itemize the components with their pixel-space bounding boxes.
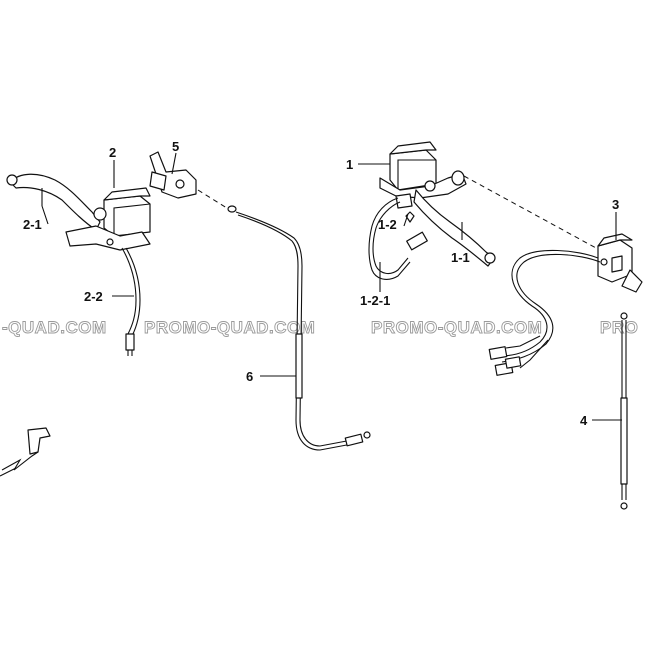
lever-tip [6,174,18,186]
left-lever-assembly [6,173,151,356]
harness-connector-c [504,356,522,369]
cable-4 [620,312,628,510]
switch-3-harness-b [499,249,599,357]
leader-1-2 [403,213,409,227]
watermark-text-4: PRO [600,318,638,337]
watermark-text-3: PROMO-QUAD.COM [371,318,542,337]
watermark: -QUAD.COM PROMO-QUAD.COM PROMO-QUAD.COM … [2,318,639,338]
switch-3-housing [621,269,643,293]
cable-6-end [344,433,364,447]
cable-6-end-nut [363,431,371,439]
parking-lever-pivot [175,179,185,189]
clamp-bolt-1 [451,170,465,186]
pivot-bolt-1 [424,180,436,192]
callout-3: 3 [612,197,619,212]
lever-2-1 [9,173,101,231]
leader-lines [41,152,622,421]
callout-1: 1 [346,157,353,172]
direction-block [27,427,51,455]
cable-6-line-b [237,214,353,451]
callout-1-2-1: 1-2-1 [360,293,390,308]
pivot-bolt [93,207,107,221]
reservoir-cap-2 [103,187,151,201]
front-direction-icon [0,427,51,477]
callout-2: 2 [109,145,116,160]
callout-4: 4 [580,413,588,428]
switch-3-top [597,233,633,247]
switch-wire-1-2-1b [372,201,409,275]
watermark-text-2: PROMO-QUAD.COM [144,318,315,337]
parking-lever-5 [149,151,197,199]
leader-5 [171,152,177,175]
direction-arrow-tail [0,467,17,477]
callout-2-2: 2-2 [84,289,103,304]
master-cylinder-2 [103,195,151,237]
wire-connector-2-2 [125,333,135,351]
switch-3-harness [501,253,601,363]
callout-5: 5 [172,139,179,154]
callout-1-1: 1-1 [451,250,470,265]
right-lever-assembly [368,141,496,280]
clamp-2 [65,225,151,251]
harness-branch-b [519,339,549,369]
guide-line-1-3 [463,175,597,249]
cable-4-nipple [620,312,628,320]
lever-1-1-tip [484,252,496,264]
reservoir-cap-1 [389,141,437,155]
switch-wire-2-2 [121,247,137,335]
direction-arrow [1,451,39,471]
switch-wire-1-2-1 [368,197,411,280]
callout-1-2: 1-2 [378,217,397,232]
harness-branch-a [505,335,541,349]
switch-3-screw [600,258,608,266]
handlebar-switch-3 [488,233,643,376]
wire-connector-1-2-1 [406,231,428,251]
body-edge-1 [397,159,436,190]
cable-6-line [235,211,353,447]
switch-3-button [611,255,623,273]
callout-2-1: 2-1 [23,217,42,232]
clamp-bolt [106,238,114,246]
harness-connector-a [488,346,508,360]
cable-6 [227,205,371,451]
parking-lever-5-tab [149,171,167,191]
cable-6-sleeve [295,333,303,399]
switch-wire-2-2b [125,247,141,337]
brake-switch-1-2 [395,193,413,209]
cable-4-end [620,502,628,510]
callout-6: 6 [246,369,253,384]
clamp-1 [379,173,467,199]
body-edge [113,203,151,236]
leader-2-1 [41,205,49,225]
guide-line-5-6 [197,189,231,211]
watermark-text-1: -QUAD.COM [2,318,107,337]
callout-labels: 2 2-1 2-2 5 6 1 1-1 1-2 1-2-1 3 4 [23,139,619,428]
cable-4-sleeve [620,397,628,485]
cable-6-end-nipple [227,205,237,213]
